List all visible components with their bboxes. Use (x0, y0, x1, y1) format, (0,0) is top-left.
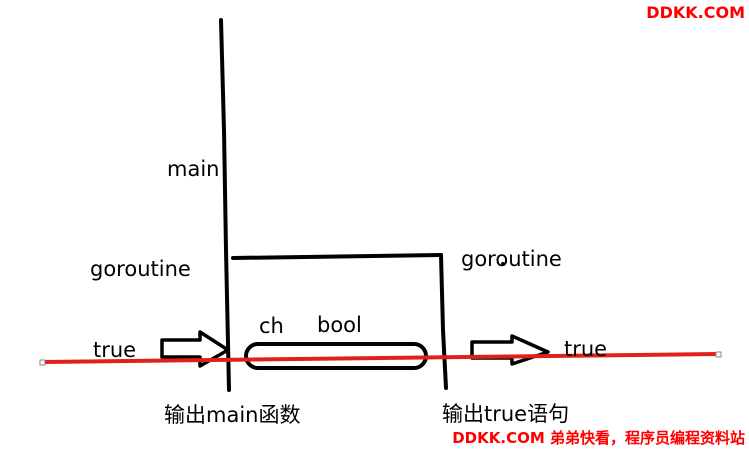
goroutine-left-label: goroutine (90, 257, 191, 281)
bool-label: bool (317, 313, 362, 337)
true-left-label: true (93, 338, 137, 362)
output-main-label: 输出main函数 (164, 403, 301, 427)
cursor-dot (501, 262, 505, 266)
red-timeline (42, 352, 719, 364)
goroutine-right-label: goroutine (461, 247, 562, 271)
timeline-start-handle (39, 359, 46, 366)
watermark-top: DDKK.COM (646, 3, 745, 22)
main-thread-line (219, 18, 231, 392)
goroutine-top-line (231, 253, 443, 260)
true-right-label: true (564, 337, 608, 361)
ch-label: ch (259, 314, 284, 338)
right-arrow (470, 334, 550, 366)
watermark-bottom: DDKK.COM 弟弟快看，程序员编程资料站 (452, 429, 745, 447)
output-true-label: 输出true语句 (442, 402, 570, 426)
goroutine-right-line (439, 253, 448, 390)
main-label: main (167, 157, 220, 181)
timeline-end-handle (715, 351, 722, 358)
